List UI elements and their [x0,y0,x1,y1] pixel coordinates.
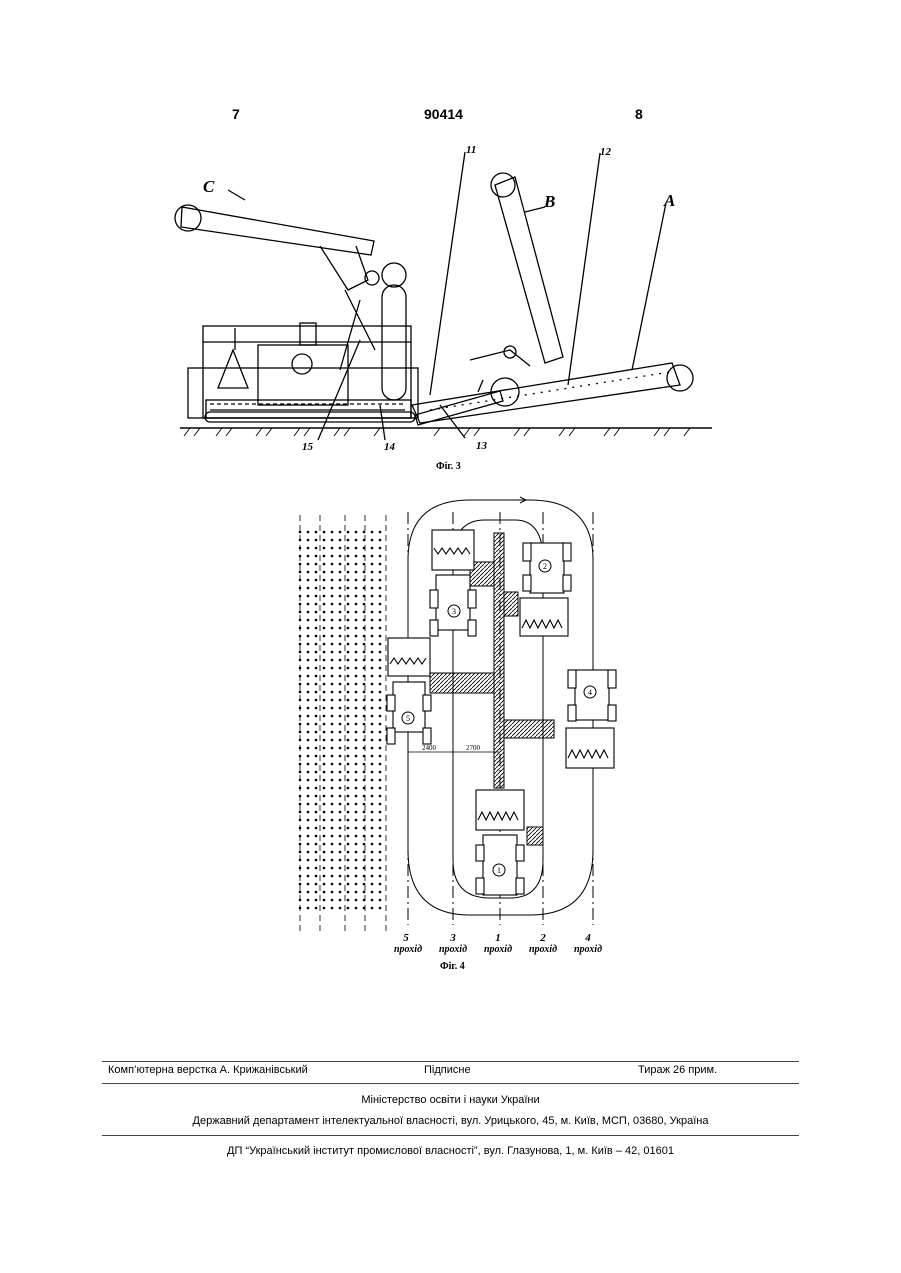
pass-2-word: прохід [529,944,557,955]
machine-4-number: 4 [588,688,592,697]
machine-1-number: 1 [497,866,501,875]
pass-3-number: 3 [449,932,456,944]
footer-signed: Підписне [424,1064,471,1076]
pass-5-number: 5 [403,932,409,944]
dimension-2700: 2700 [466,744,481,752]
dimension-2400: 2400 [422,744,437,752]
footer-rule-middle [102,1083,799,1084]
footer-circulation: Тираж 26 прим. [638,1064,717,1076]
machine-2-number: 2 [543,562,547,571]
figure-4-caption: Фіг. 4 [440,961,465,972]
figure-4-drawing: 1 2 3 4 5 2400 2700 5 3 1 2 4 прохід про… [0,0,901,980]
pass-1-number: 1 [495,932,501,944]
footer-typesetting: Комп’ютерна верстка А. Крижанівський [108,1064,308,1076]
pass-3-word: прохід [439,944,467,955]
footer-department: Державний департамент інтелектуальної вл… [0,1115,901,1127]
pass-5-word: прохід [394,944,422,955]
machine-5-number: 5 [406,714,410,723]
pass-4-word: прохід [574,944,602,955]
footer-institute: ДП “Український інститут промислової вла… [0,1145,901,1157]
machine-3-number: 3 [452,607,456,616]
pass-1-word: прохід [484,944,512,955]
footer-ministry: Міністерство освіти і науки України [0,1094,901,1106]
pass-4-number: 4 [584,932,591,944]
footer-rule-bottom [102,1135,799,1136]
footer-rule-top [102,1061,799,1062]
pass-2-number: 2 [539,932,546,944]
